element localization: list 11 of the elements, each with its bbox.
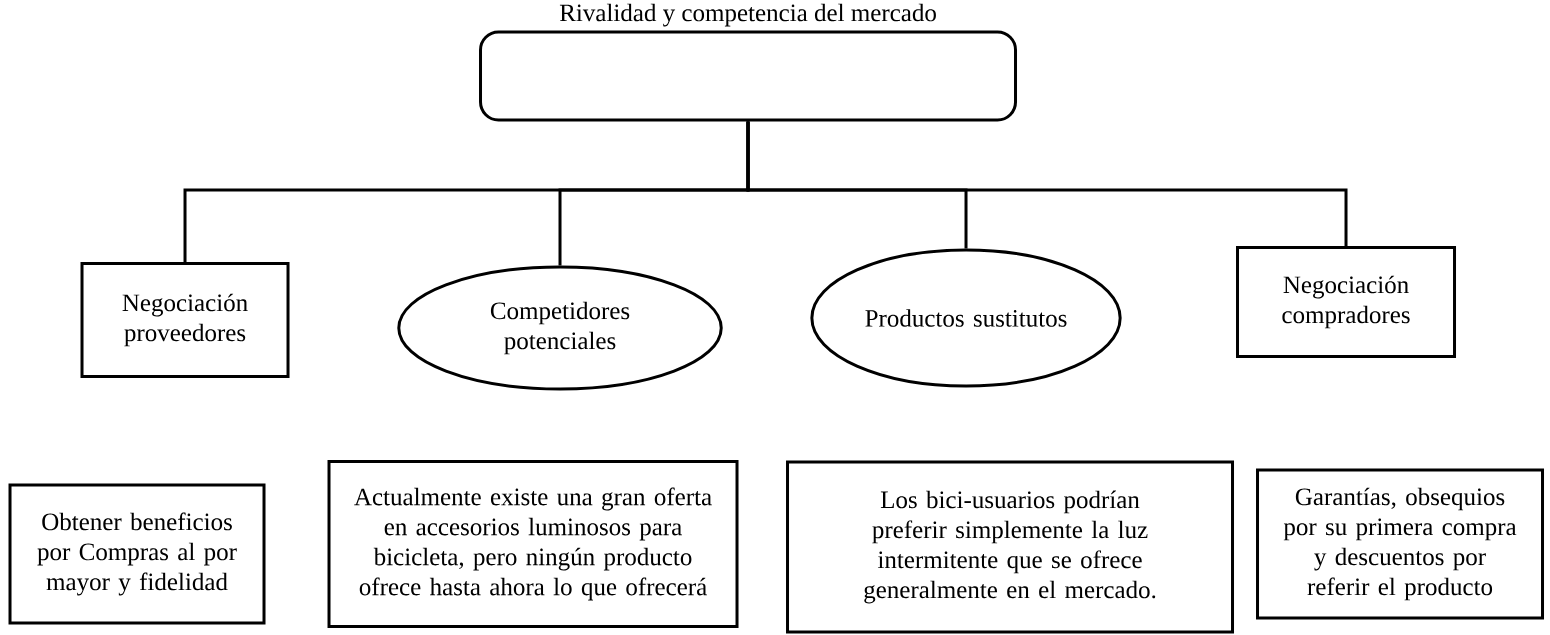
connector-line (746, 121, 1348, 246)
heading: Rivalidad y competencia del mercado (559, 3, 936, 27)
text-box: Actualmente existe una gran oferta en accesorios luminosos para bicicleta, pero ningún producto ofrece hasta ahora lo que ofrecerá (327, 460, 739, 628)
text-box: Los bici-usuarios podrían preferir simplemente la luz intermitente que se ofrece generalmente en el mercado. (786, 460, 1234, 634)
text-box: Negociación compradores (1236, 246, 1456, 358)
ellipse-node: Competidores potenciales (397, 265, 723, 391)
text-box: Obtener beneficios por Compras al por mayor y fidelidad (8, 483, 266, 625)
rounded-box (479, 30, 1017, 122)
ellipse-node: Productos sustitutos (810, 248, 1122, 388)
text-box: Negociación proveedores (80, 262, 290, 378)
text-box: Garantías, obsequios por su primera compra y descuentos por referir el producto (1256, 468, 1544, 620)
